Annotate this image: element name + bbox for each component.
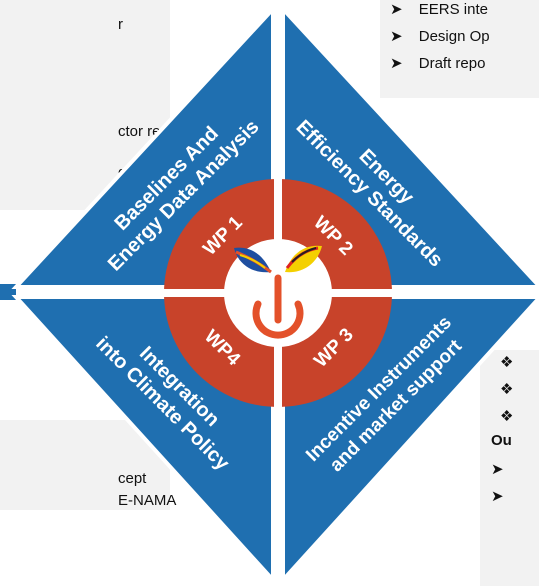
arrowhead-bullet-icon: ➤ — [390, 1, 403, 18]
four-diamond-bullet-icon: ❖ — [500, 354, 514, 371]
top-right-text-box: ➤ EERS inte ➤ Design Op ➤ Draft repo — [380, 0, 539, 98]
top-right-line-3: ➤ Draft repo — [390, 55, 486, 72]
eu-flag-leaf-icon — [234, 247, 272, 274]
top-left-line-1: r — [118, 16, 123, 33]
connector-arrow-stub — [0, 284, 16, 300]
bottom-right-label: Ou — [491, 432, 512, 449]
arrowhead-bullet-icon: ➤ — [390, 55, 403, 72]
power-button-icon — [252, 274, 304, 339]
arrowhead-bullet-icon: ➤ — [390, 28, 403, 45]
germany-flag-leaf-icon — [285, 245, 322, 273]
arrowhead-bullet-icon: ➤ — [491, 488, 504, 505]
top-right-line-2: ➤ Design Op — [390, 28, 490, 45]
top-right-line-1: ➤ EERS inte — [390, 1, 488, 18]
arrowhead-bullet-icon: ➤ — [491, 461, 504, 478]
four-diamond-bullet-icon: ❖ — [500, 408, 514, 425]
bottom-left-line-1: cept — [118, 470, 147, 487]
four-diamond-bullet-icon: ❖ — [500, 381, 514, 398]
bottom-left-line-2: E-NAMA — [118, 492, 177, 509]
bottom-right-text-box: ❖ ❖ ❖ Ou ➤ ➤ — [480, 350, 539, 586]
